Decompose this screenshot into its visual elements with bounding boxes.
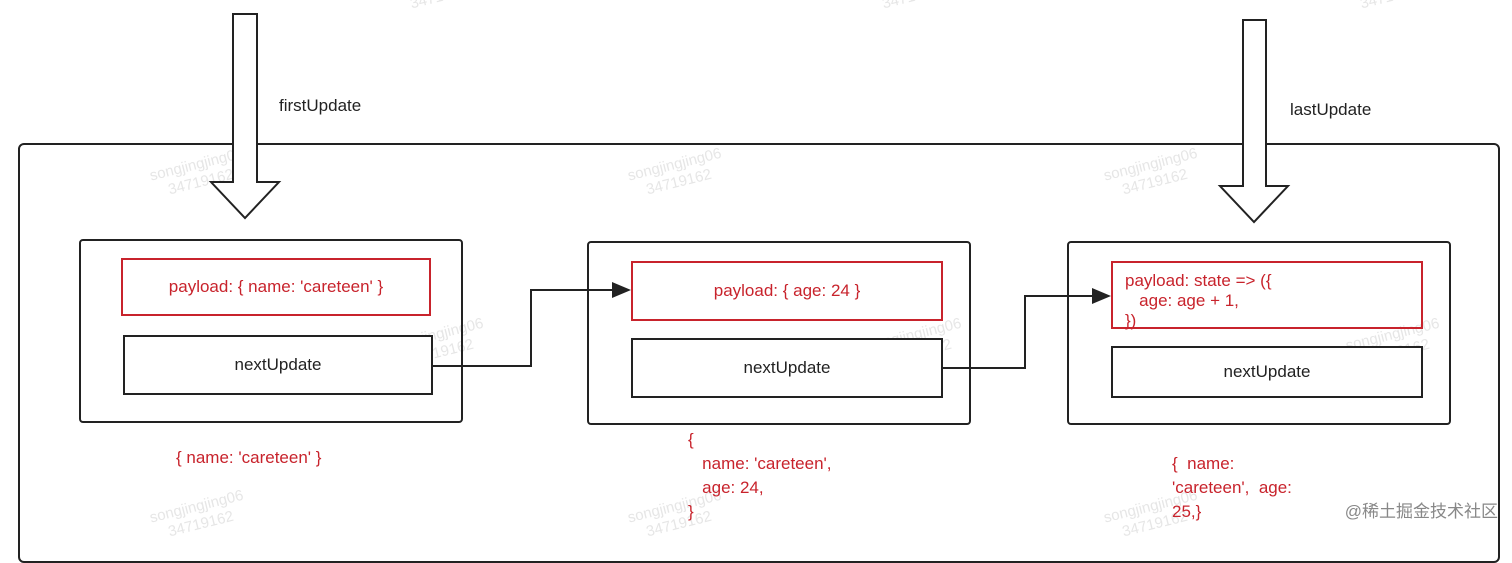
watermark-3: songjingjing06 34719162 xyxy=(1340,0,1442,17)
update-2-payload: payload: { age: 24 } xyxy=(631,261,943,321)
site-watermark: @稀土掘金技术社区 xyxy=(1344,502,1498,521)
update-1-next-update: nextUpdate xyxy=(123,335,433,395)
update-3-next-update: nextUpdate xyxy=(1111,346,1423,398)
update-3-payload: payload: state => ({ age: age + 1, }) xyxy=(1111,261,1423,330)
update-1-payload: payload: { name: 'careteen' } xyxy=(121,258,431,316)
last-update-label: lastUpdate xyxy=(1290,100,1372,119)
watermark-1: songjingjing06 34719162 xyxy=(390,0,492,17)
first-update-label: firstUpdate xyxy=(279,96,362,115)
update-2-state: { name: 'careteen', age: 24, } xyxy=(688,430,832,521)
watermark-2: songjingjing06 34719162 xyxy=(862,0,964,17)
update-1-state: { name: 'careteen' } xyxy=(176,448,322,467)
update-2-next-update: nextUpdate xyxy=(631,338,943,398)
update-3-state: { name: 'careteen', age: 25,} xyxy=(1172,454,1292,521)
